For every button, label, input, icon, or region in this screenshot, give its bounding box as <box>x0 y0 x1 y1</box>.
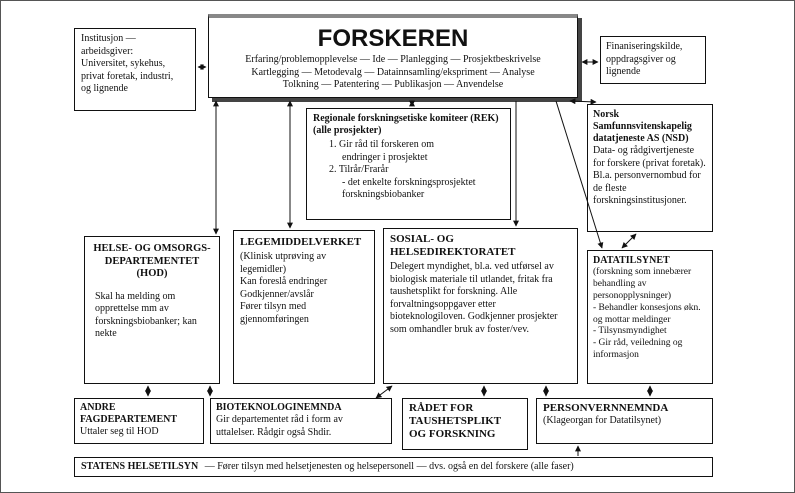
finansiering-line-1: Finaniseringskilde, <box>606 41 683 52</box>
hod-title-1: HELSE- OG OMSORGS- <box>93 243 211 254</box>
rek-item-1b: endringer i prosjektet <box>342 151 428 163</box>
helsedirektoratet-body: Delegert myndighet, bl.a. ved utførsel a… <box>390 261 558 335</box>
andre-fagdepartement-box: ANDRE FAGDEPARTEMENT Uttaler seg til HOD <box>74 398 204 444</box>
datatilsynet-title: DATATILSYNET <box>593 255 670 266</box>
institusjon-line-5: og lignende <box>81 83 128 94</box>
helsedirektoratet-title-2: HELSEDIREKTORATET <box>390 246 516 259</box>
rek-title: Regionale forskningsetiske komiteer (REK… <box>313 113 499 136</box>
institusjon-box: Institusjon — arbeidsgiver: Universitet,… <box>74 28 196 111</box>
bioteknologinemnda-title: BIOTEKNOLOGINEMNDA <box>216 402 342 413</box>
hod-box: HELSE- OG OMSORGS- DEPARTEMENTET (HOD) S… <box>84 236 220 384</box>
legemiddelverket-body-4: Fører tilsyn med gjennomføringen <box>240 301 309 325</box>
radet-title-3: OG FORSKNING <box>409 428 496 441</box>
datatilsynet-body-2: - Behandler konsesjons økn. og mottar me… <box>593 302 701 325</box>
datatilsynet-body-1: (forskning som innebærer behandling av p… <box>593 267 692 301</box>
finansiering-line-2: oppdragsgiver og <box>606 53 676 65</box>
nsd-box: Norsk Samfunnsvitenskapelig datatjeneste… <box>587 104 713 232</box>
forskeren-box: FORSKEREN Erfaring/problemopplevelse — I… <box>208 14 578 98</box>
andre-body: Uttaler seg til HOD <box>80 426 159 437</box>
finansiering-line-3: lignende <box>606 66 641 77</box>
legemiddelverket-title: LEGEMIDDELVERKET <box>240 236 362 248</box>
rek-item-2c: forskningsbiobanker <box>342 189 425 200</box>
institusjon-line-3: Universitet, sykehus, <box>81 58 166 69</box>
bioteknologinemnda-body-1: Gir departementet råd i form av <box>216 414 343 425</box>
helsetilsyn-box: STATENS HELSETILSYN — Fører tilsyn med h… <box>74 457 713 477</box>
institusjon-line-2: arbeidsgiver: <box>81 45 134 57</box>
helsedirektoratet-title-1: SOSIAL- OG <box>390 233 454 245</box>
rek-item-1a: 1. Gir råd til forskeren om <box>329 139 434 150</box>
forskeren-line-3: Tolkning — Patentering — Publikasjon — A… <box>282 79 504 90</box>
radet-title-2: TAUSHETSPLIKT <box>409 415 502 428</box>
finansiering-box: Finaniseringskilde, oppdragsgiver og lig… <box>600 36 706 84</box>
forskeren-title: FORSKEREN <box>317 25 469 52</box>
nsd-title-1: Norsk <box>593 109 620 120</box>
helsetilsyn-body: — Fører tilsyn med helsetjenesten og hel… <box>204 461 574 472</box>
personvernnemnda-body: (Klageorgan for Datatilsynet) <box>543 415 662 427</box>
forskeren-line-1: Erfaring/problemopplevelse — Ide — Planl… <box>245 54 541 65</box>
legemiddelverket-body-1: (Klinisk utprøving av legemidler) <box>240 251 327 275</box>
radet-box: RÅDET FOR TAUSHETSPLIKT OG FORSKNING <box>402 398 528 450</box>
hod-body: Skal ha melding om opprettelse mm av for… <box>95 290 197 340</box>
radet-title-1: RÅDET FOR <box>409 402 474 414</box>
bioteknologinemnda-box: BIOTEKNOLOGINEMNDA Gir departementet råd… <box>210 398 392 444</box>
andre-title-1: ANDRE <box>80 402 116 413</box>
institusjon-line-4: privat foretak, industri, <box>81 70 174 82</box>
helsetilsyn-title: STATENS HELSETILSYN <box>81 461 199 472</box>
personvernnemnda-box: PERSONVERNNEMNDA (Klageorgan for Datatil… <box>536 398 713 444</box>
rek-item-2b: - det enkelte forskningsprosjektet <box>342 176 476 188</box>
rek-box: Regionale forskningsetiske komiteer (REK… <box>306 108 511 220</box>
forskeren-line-2: Kartlegging — Metodevalg — Datainnsamlin… <box>251 66 535 78</box>
institusjon-line-1: Institusjon — <box>81 33 136 44</box>
rek-item-2a: 2. Tilrår/Frarår <box>329 164 389 175</box>
legemiddelverket-body-3: Godkjenner/avslår <box>240 288 314 300</box>
andre-title-2: FAGDEPARTEMENT <box>80 414 178 425</box>
datatilsynet-box: DATATILSYNET (forskning som innebærer be… <box>587 250 713 384</box>
legemiddelverket-box: LEGEMIDDELVERKET (Klinisk utprøving av l… <box>233 230 375 384</box>
bioteknologinemnda-body-2: uttalelser. Rådgir også Shdir. <box>216 426 332 438</box>
nsd-title-3: datatjeneste AS (NSD) <box>593 133 689 144</box>
datatilsynet-body-4: - Gir råd, veiledning og informasjon <box>593 338 683 361</box>
hod-title-2: DEPARTEMENTET (HOD) <box>104 255 200 280</box>
helsedirektoratet-box: SOSIAL- OG HELSEDIREKTORATET Delegert my… <box>383 228 578 384</box>
legemiddelverket-body-2: Kan foreslå endringer <box>240 276 328 288</box>
nsd-title-2: Samfunnsvitenskapelig <box>593 121 692 132</box>
nsd-body: Data- og rådgivertjeneste for forskere (… <box>593 145 706 206</box>
datatilsynet-body-3: - Tilsynsmyndighet <box>593 326 667 337</box>
personvernnemnda-title: PERSONVERNNEMNDA <box>543 402 669 414</box>
